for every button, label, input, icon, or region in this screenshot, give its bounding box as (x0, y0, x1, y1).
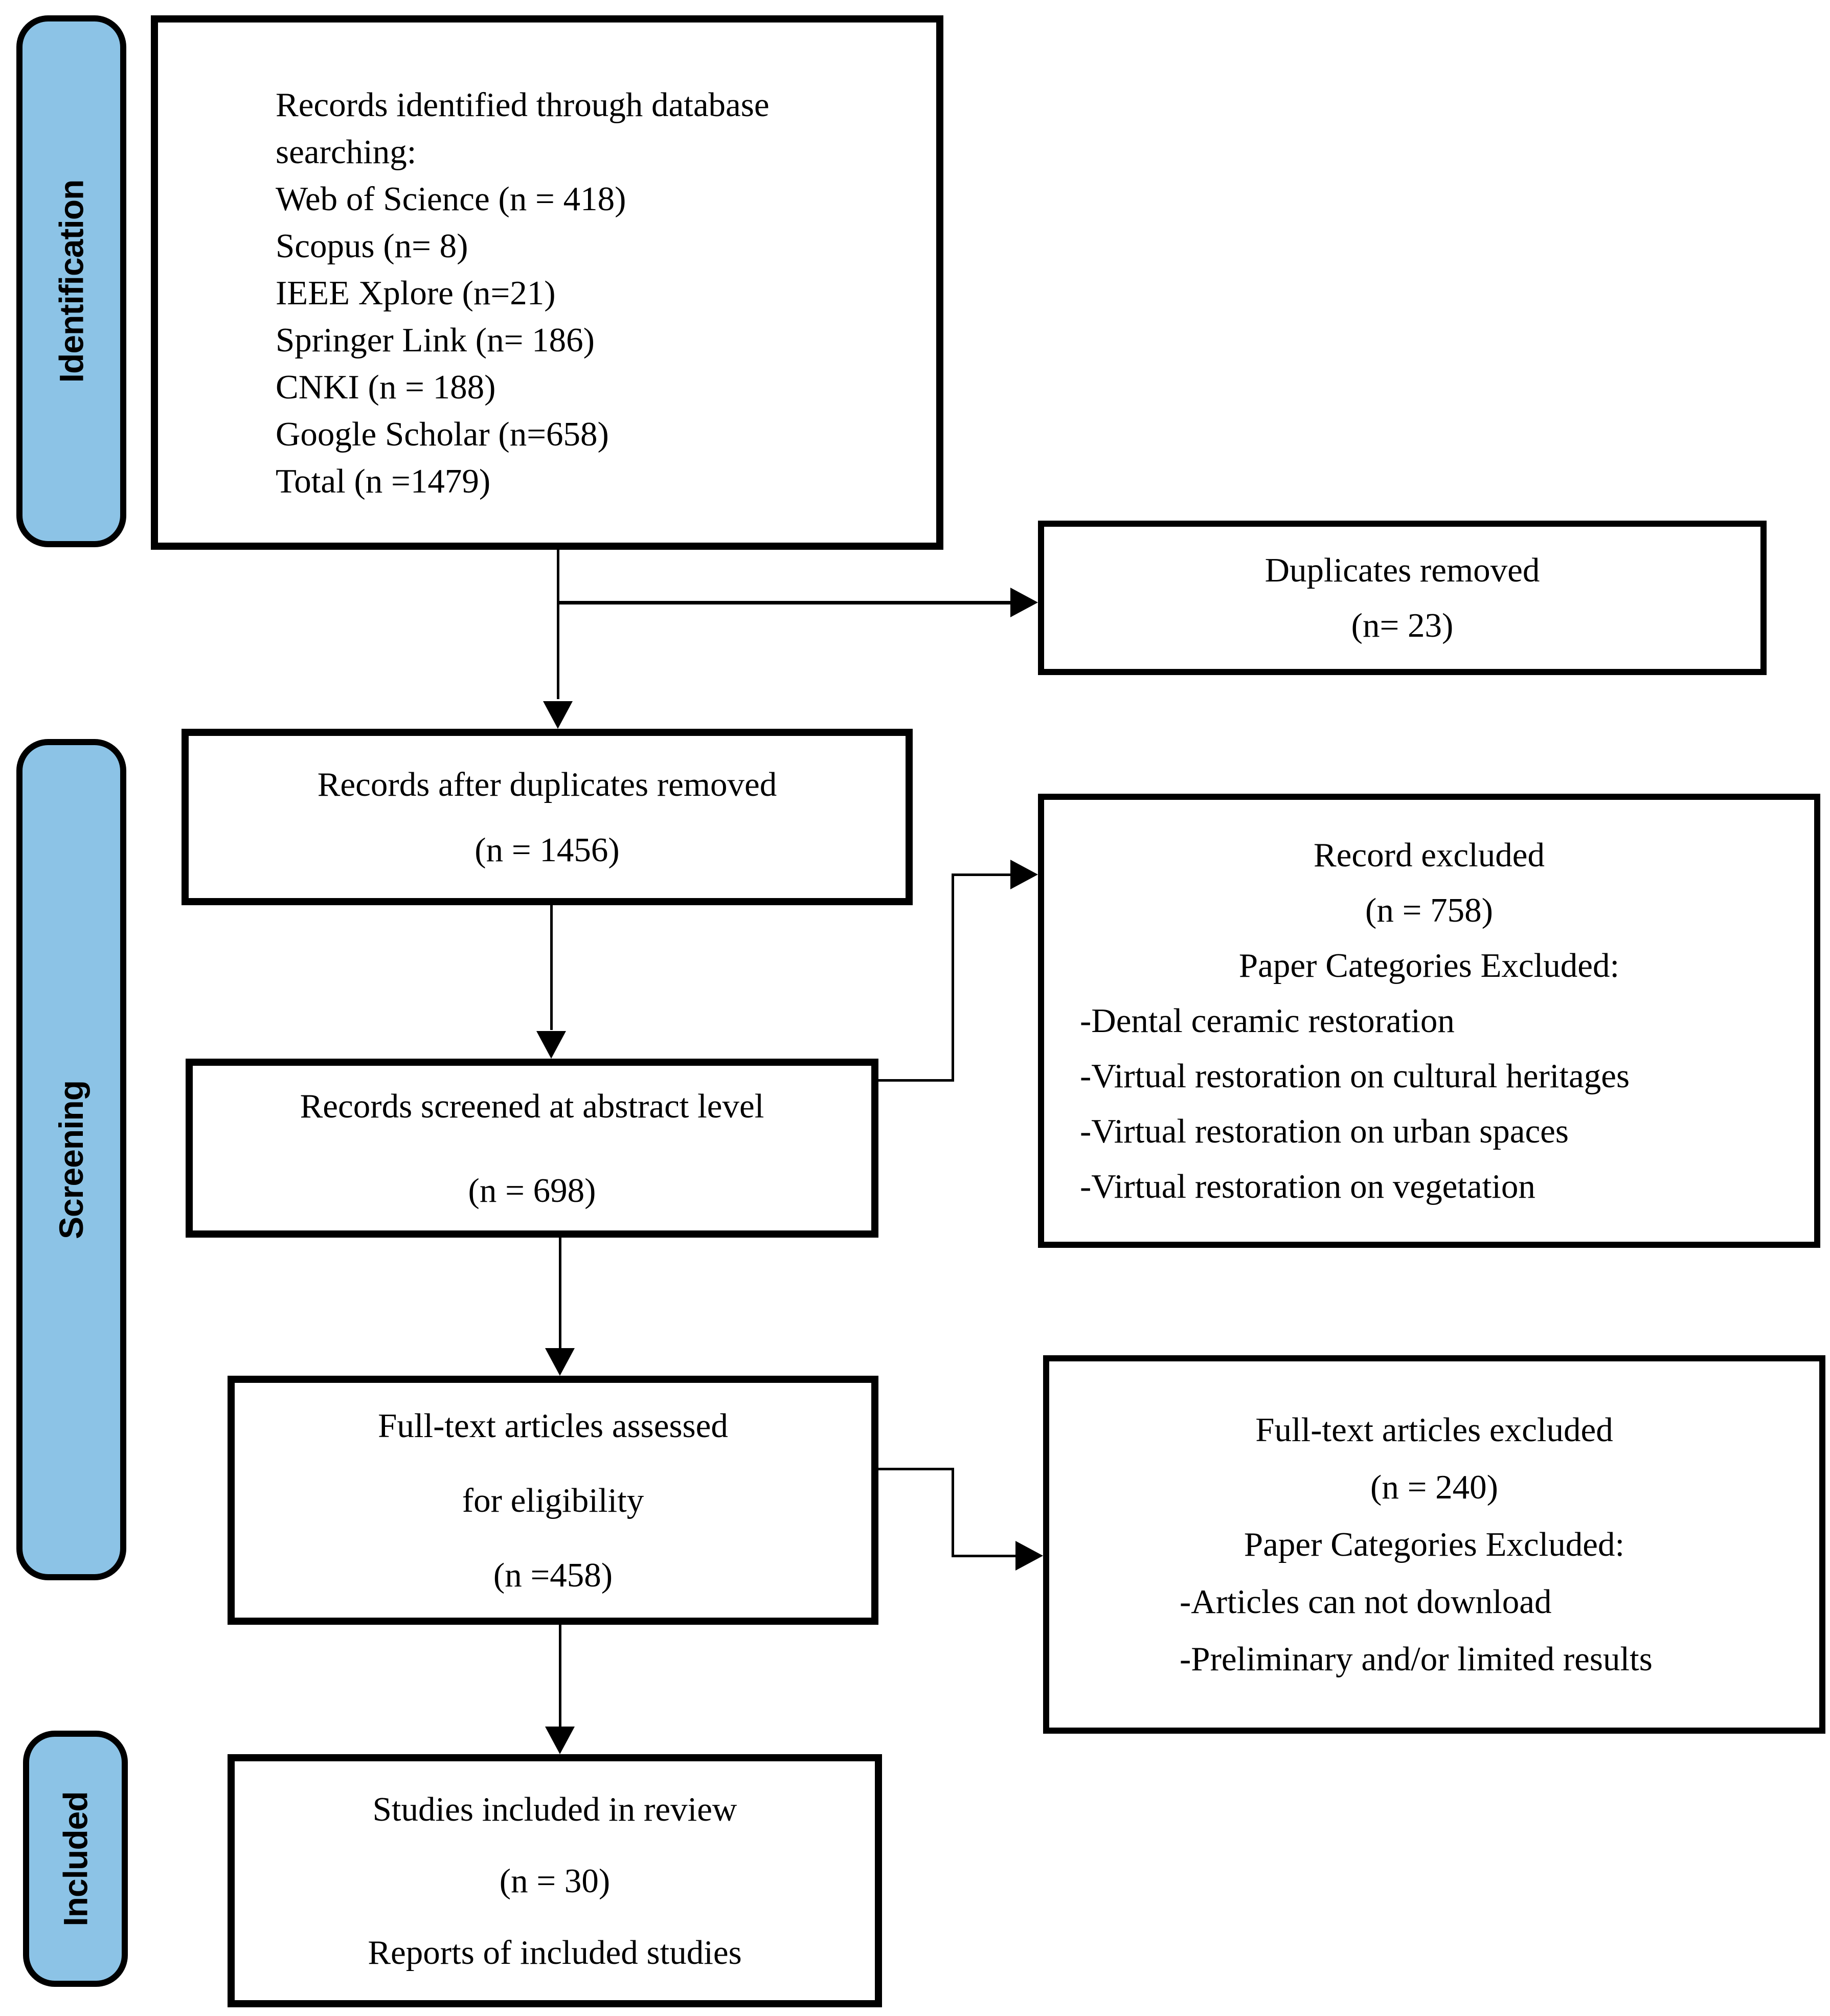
connector-fulltext-to-excluded (878, 1468, 954, 1470)
connector-to-duplicates-removed (558, 601, 1011, 604)
connector-screened-to-excluded (952, 873, 954, 1082)
arrow-down-icon (545, 1348, 575, 1376)
arrow-down-icon (536, 1031, 566, 1059)
connector-identified-to-deduped (557, 550, 559, 699)
box-records-identified-line: Web of Science (n = 418) (276, 180, 626, 218)
box-records-excluded-line: Paper Categories Excluded: (1238, 947, 1620, 984)
box-records-identified: Records identified through database sear… (151, 15, 943, 550)
box-records-identified-line: Records identified through database (276, 86, 770, 124)
box-records-excluded-bullet: -Dental ceramic restoration (1080, 1002, 1455, 1040)
box-after-duplicates-line: Records after duplicates removed (317, 765, 777, 803)
box-records-screened-line: (n = 698) (468, 1171, 596, 1209)
box-records-identified-line: searching: (276, 133, 417, 171)
box-fulltext-excluded-line: (n = 240) (1370, 1468, 1498, 1506)
box-fulltext-assessed-line: Full-text articles assessed (378, 1406, 728, 1445)
arrow-right-icon (1015, 1541, 1043, 1571)
box-studies-included-line: Studies included in review (372, 1790, 737, 1828)
box-records-excluded-line: (n = 758) (1365, 891, 1493, 929)
box-records-excluded-bullet: -Virtual restoration on cultural heritag… (1080, 1057, 1630, 1095)
arrow-right-icon (1010, 588, 1038, 617)
box-records-identified-line: CNKI (n = 188) (276, 368, 496, 406)
box-duplicates-removed-line: (n= 23) (1351, 607, 1454, 644)
box-duplicates-removed-line: Duplicates removed (1264, 551, 1540, 589)
box-studies-included-line: Reports of included studies (368, 1933, 742, 1972)
box-after-duplicates-line: (n = 1456) (475, 831, 620, 869)
box-fulltext-excluded: Full-text articles excluded (n = 240) Pa… (1043, 1355, 1825, 1734)
box-records-identified-line: Total (n =1479) (276, 462, 491, 500)
box-fulltext-assessed-line: for eligibility (462, 1481, 644, 1519)
connector-fulltext-to-excluded (952, 1555, 1015, 1557)
connector-fulltext-to-included (559, 1625, 561, 1727)
box-after-duplicates: Records after duplicates removed (n = 14… (182, 729, 913, 905)
box-fulltext-assessed: Full-text articles assessed for eligibil… (228, 1376, 878, 1625)
box-records-screened-line: Records screened at abstract level (300, 1087, 764, 1125)
connector-screened-to-excluded (952, 873, 1010, 876)
box-fulltext-excluded-line: Paper Categories Excluded: (1244, 1526, 1625, 1563)
box-studies-included-line: (n = 30) (499, 1862, 611, 1900)
stage-screening-label: Screening (52, 1080, 91, 1239)
stage-included-label: Included (56, 1791, 95, 1927)
box-records-excluded-bullet: -Virtual restoration on urban spaces (1080, 1112, 1569, 1150)
box-records-identified-line: Springer Link (n= 186) (276, 321, 595, 359)
box-records-excluded-bullet: -Virtual restoration on vegetation (1080, 1168, 1535, 1205)
connector-screened-to-fulltext (559, 1238, 561, 1348)
box-records-screened: Records screened at abstract level (n = … (186, 1059, 878, 1238)
box-records-identified-line: Scopus (n= 8) (276, 227, 468, 265)
arrow-right-icon (1010, 860, 1038, 889)
box-records-identified-line: IEEE Xplore (n=21) (276, 274, 556, 312)
box-studies-included: Studies included in review (n = 30) Repo… (228, 1754, 882, 2007)
box-fulltext-excluded-bullet: -Articles can not download (1180, 1583, 1552, 1621)
box-records-identified-line: Google Scholar (n=658) (276, 415, 609, 453)
arrow-down-icon (545, 1727, 575, 1754)
connector-deduped-to-screened (550, 905, 553, 1030)
connector-fulltext-to-excluded (952, 1468, 954, 1557)
box-fulltext-assessed-line: (n =458) (493, 1556, 613, 1594)
stage-identification: Identification (16, 15, 126, 547)
box-records-excluded: Record excluded (n = 758) Paper Categori… (1038, 794, 1820, 1248)
box-records-excluded-line: Record excluded (1313, 836, 1545, 874)
stage-included: Included (23, 1731, 128, 1987)
arrow-down-icon (543, 701, 573, 729)
box-duplicates-removed: Duplicates removed (n= 23) (1038, 521, 1767, 675)
stage-identification-label: Identification (52, 180, 91, 383)
box-fulltext-excluded-bullet: -Preliminary and/or limited results (1180, 1640, 1653, 1678)
box-fulltext-excluded-line: Full-text articles excluded (1255, 1411, 1613, 1449)
connector-screened-to-excluded (878, 1079, 954, 1082)
stage-screening: Screening (16, 739, 126, 1580)
